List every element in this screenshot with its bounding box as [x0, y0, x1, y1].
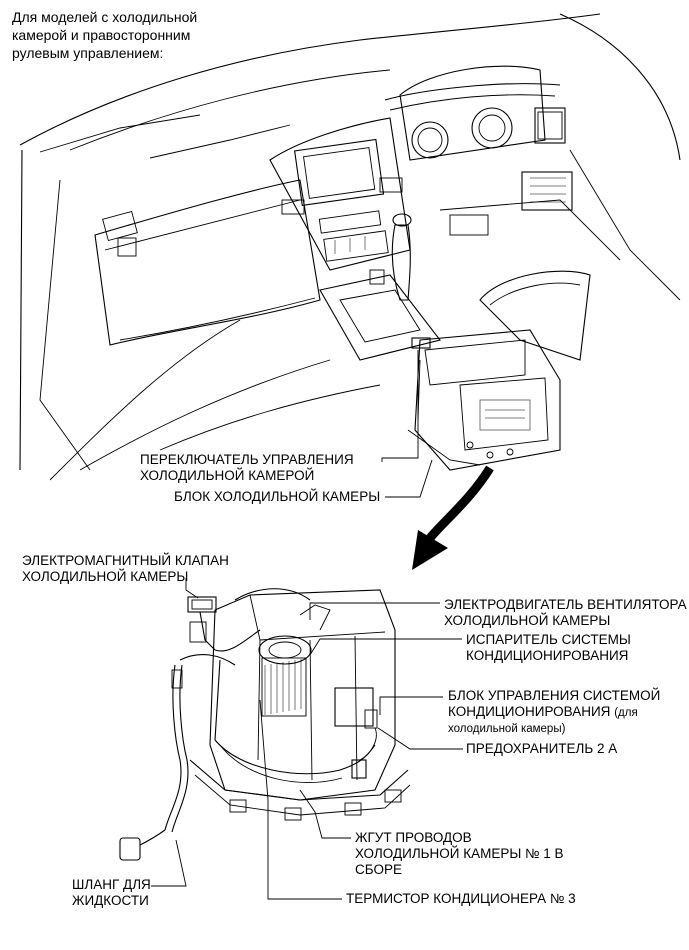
label-evaporator-line-2: КОНДИЦИОНИРОВАНИЯ [466, 648, 629, 663]
label-evaporator-line-1: ИСПАРИТЕЛЬ СИСТЕМЫ [466, 632, 631, 647]
label-ac-control-unit-line-3: холодильной камеры) [448, 723, 566, 735]
label-liquid-hose-line-1: ШЛАНГ ДЛЯ [72, 877, 151, 892]
callout-arrow [412, 465, 494, 570]
header-note: Для моделей с холодильной камерой и прав… [12, 8, 197, 62]
label-liquid-hose: ШЛАНГ ДЛЯ ЖИДКОСТИ [72, 877, 151, 909]
label-fan-motor-line-2: ХОЛОДИЛЬНОЙ КАМЕРЫ [444, 613, 611, 628]
label-cool-box-switch-line-1: ПЕРЕКЛЮЧАТЕЛЬ УПРАВЛЕНИЯ [140, 452, 354, 467]
label-evaporator: ИСПАРИТЕЛЬ СИСТЕМЫ КОНДИЦИОНИРОВАНИЯ [466, 632, 631, 664]
label-liquid-hose-line-2: ЖИДКОСТИ [72, 893, 149, 908]
header-line-3: рулевым управлением: [12, 45, 164, 61]
header-line-1: Для моделей с холодильной [12, 9, 198, 25]
label-solenoid-valve-line-1: ЭЛЕКТРОМАГНИТНЫЙ КЛАПАН [22, 553, 229, 568]
label-solenoid-valve: ЭЛЕКТРОМАГНИТНЫЙ КЛАПАН ХОЛОДИЛЬНОЙ КАМЕ… [22, 553, 229, 585]
label-thermistor-line-1: ТЕРМИСТОР КОНДИЦИОНЕРА № 3 [346, 891, 576, 906]
label-cool-box-switch-line-2: ХОЛОДИЛЬНОЙ КАМЕРОЙ [140, 468, 315, 483]
label-ac-control-unit-line-1: БЛОК УПРАВЛЕНИЯ СИСТЕМОЙ [448, 688, 661, 703]
label-solenoid-valve-line-2: ХОЛОДИЛЬНОЙ КАМЕРЫ [22, 569, 189, 584]
label-fuse-line-1: ПРЕДОХРАНИТЕЛЬ 2 А [466, 741, 618, 756]
label-ac-control-unit: БЛОК УПРАВЛЕНИЯ СИСТЕМОЙ КОНДИЦИОНИРОВАН… [448, 688, 660, 737]
label-fan-motor-line-1: ЭЛЕКТРОДВИГАТЕЛЬ ВЕНТИЛЯТОРА [444, 597, 687, 612]
label-wire-harness-line-3: СБОРЕ [355, 862, 402, 877]
label-fuse: ПРЕДОХРАНИТЕЛЬ 2 А [466, 741, 617, 757]
label-ac-control-unit-line-2: КОНДИЦИОНИРОВАНИЯ (для [448, 704, 660, 721]
cool-box-detail-illustration [119, 588, 411, 861]
label-wire-harness-line-1: ЖГУТ ПРОВОДОВ [355, 830, 472, 845]
label-fan-motor: ЭЛЕКТРОДВИГАТЕЛЬ ВЕНТИЛЯТОРА ХОЛОДИЛЬНОЙ… [444, 597, 687, 629]
dashboard-illustration [19, 13, 681, 481]
label-wire-harness-line-2: ХОЛОДИЛЬНОЙ КАМЕРЫ № 1 В [355, 846, 564, 861]
header-line-2: камерой и правосторонним [12, 27, 191, 43]
label-thermistor: ТЕРМИСТОР КОНДИЦИОНЕРА № 3 [346, 891, 576, 907]
label-ac-control-unit-line-2-suffix: (для [614, 707, 638, 719]
label-cool-box-switch: ПЕРЕКЛЮЧАТЕЛЬ УПРАВЛЕНИЯ ХОЛОДИЛЬНОЙ КАМ… [140, 452, 354, 484]
label-cool-box-unit: БЛОК ХОЛОДИЛЬНОЙ КАМЕРЫ [174, 489, 380, 505]
label-cool-box-unit-line-1: БЛОК ХОЛОДИЛЬНОЙ КАМЕРЫ [174, 489, 381, 504]
label-wire-harness: ЖГУТ ПРОВОДОВ ХОЛОДИЛЬНОЙ КАМЕРЫ № 1 В С… [355, 830, 564, 878]
label-ac-control-unit-line-2-main: КОНДИЦИОНИРОВАНИЯ [448, 704, 611, 719]
